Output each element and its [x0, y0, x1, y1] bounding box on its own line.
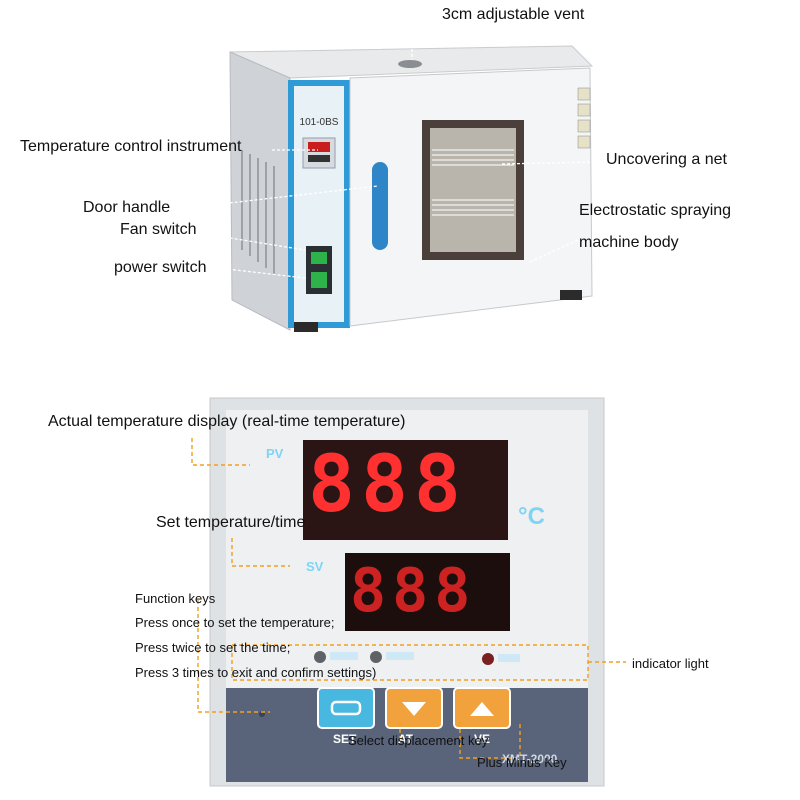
indicator-light-3	[482, 653, 494, 665]
sv-display	[345, 553, 510, 631]
side-vents	[241, 150, 275, 274]
sv-caption: SV	[306, 559, 324, 574]
oven-controller-lower	[308, 155, 330, 162]
indicator-light-1	[314, 651, 326, 663]
set-key-icon	[330, 700, 362, 716]
label-indicator-light: indicator light	[632, 656, 709, 671]
label-vent: 3cm adjustable vent	[442, 6, 585, 23]
label-press-twice: Press twice to set the time;	[135, 640, 291, 655]
at-key-label: AT	[398, 732, 414, 746]
up-arrow-icon	[470, 702, 494, 716]
oven-left-side	[229, 51, 291, 331]
label-select-key: Select displacement key	[348, 733, 489, 748]
oven-illustration: 101-0BS	[184, 24, 601, 332]
label-body-line1: Electrostatic spraying	[579, 202, 732, 219]
door-handle[interactable]	[372, 162, 388, 250]
panel-callout-lines	[191, 438, 626, 759]
model-text: XMT-2000	[502, 752, 558, 766]
label-function-keys: Function keys	[135, 591, 216, 606]
down-arrow-icon	[402, 702, 426, 716]
oven-window	[430, 128, 516, 252]
pv-display	[303, 440, 508, 540]
control-panel-illustration	[191, 397, 626, 787]
label-body-line2: machine body	[579, 234, 679, 251]
sv-digits: 888	[350, 556, 477, 626]
celsius-unit: °C	[518, 503, 545, 530]
oven-callout-lines	[184, 24, 601, 279]
oven-controller-display	[308, 142, 330, 152]
set-key[interactable]	[317, 687, 375, 729]
pv-caption: PV	[266, 446, 284, 461]
label-temp-control: Temperature control instrument	[20, 138, 242, 155]
oven-shelves	[432, 149, 514, 216]
label-plus-minus-key: Plus Minus Key	[477, 755, 567, 770]
fan-switch[interactable]	[311, 252, 327, 264]
oven-foot-left	[294, 322, 318, 332]
label-door-handle: Door handle	[83, 199, 171, 216]
label-press-once: Press once to set the temperature;	[135, 615, 335, 630]
power-switch[interactable]	[311, 272, 327, 288]
label-actual-display: Actual temperature display (real-time te…	[48, 413, 406, 430]
label-power-switch: power switch	[114, 259, 207, 276]
ve-key-label: VE	[474, 732, 491, 746]
set-key-label: SET	[333, 732, 357, 746]
model-label: 101-0BS	[300, 117, 339, 128]
label-fan-switch: Fan switch	[120, 221, 197, 238]
top-vent[interactable]	[398, 60, 422, 68]
indicator-captions	[330, 652, 520, 662]
indicator-light-2	[370, 651, 382, 663]
oven-foot-right	[560, 290, 582, 300]
warning-stickers	[577, 87, 591, 149]
label-uncover-net: Uncovering a net	[606, 151, 727, 168]
label-press-three: Press 3 times to exit and confirm settin…	[135, 665, 377, 680]
label-set-display: Set temperature/time	[156, 514, 306, 531]
pv-digits: 888	[308, 440, 467, 530]
